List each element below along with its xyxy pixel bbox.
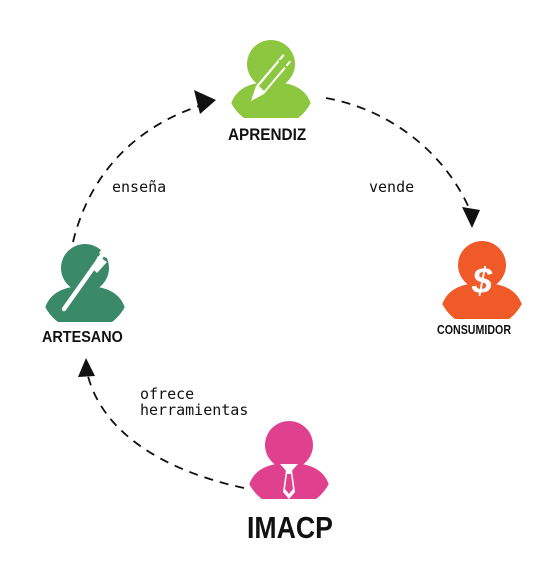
tie-icon: [280, 464, 298, 499]
arrowhead-to-aprendiz: [194, 90, 216, 114]
edge-label-ofrece-line1: ofrece: [140, 385, 195, 403]
node-consumidor: [440, 241, 524, 319]
pencil-icon: [251, 54, 291, 101]
edge-label-ensena: enseña: [112, 178, 167, 196]
node-label-aprendiz: APRENDIZ: [228, 125, 307, 144]
edge-label-ofrece-line2: herramientas: [140, 401, 249, 419]
node-artesano: [43, 244, 127, 322]
dollar-icon: $: [471, 260, 493, 301]
arc-aprendiz-to-consumidor: [325, 97, 473, 216]
node-label-consumidor: CONSUMIDOR: [437, 322, 512, 337]
edge-label-vende: vende: [369, 178, 415, 196]
paintbrush-icon: [61, 250, 109, 312]
arc-artesano-to-aprendiz: [72, 101, 213, 243]
arc-imacp-to-artesano: [86, 371, 245, 489]
node-label-artesano: ARTESANO: [42, 329, 123, 346]
arrowhead-to-consumidor: [462, 207, 480, 228]
arrowhead-to-artesano: [78, 358, 95, 377]
edge-label-ofrece: ofrece herramientas: [140, 386, 248, 418]
node-label-imacp: IMACP: [247, 510, 333, 545]
node-aprendiz: [229, 40, 313, 118]
